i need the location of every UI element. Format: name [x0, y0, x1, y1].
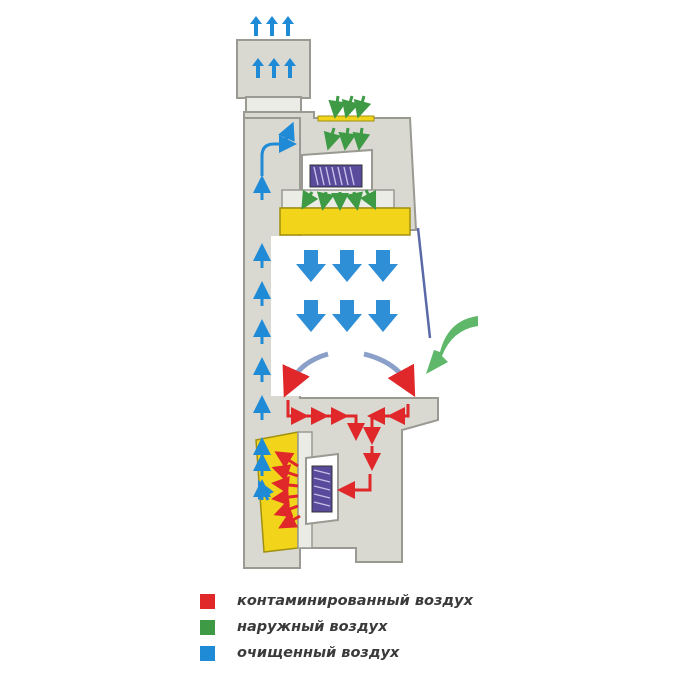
legend-label-contaminated: контаминированный воздух [237, 593, 473, 609]
downflow-arrows [296, 250, 398, 332]
contaminated-flow-arrows [271, 400, 410, 529]
legend-label-filtered: очищенный воздух [237, 645, 400, 661]
exhaust-housing [236, 39, 311, 114]
legend-item-contaminated: контаминированный воздух [200, 588, 520, 614]
lower-fan-unit [305, 452, 339, 526]
legend-label-outside: наружный воздух [237, 619, 388, 635]
legend-swatch-outside [200, 619, 215, 635]
filtered-output-arrows [253, 437, 275, 501]
return-duct-arrows [253, 121, 297, 500]
legend-swatch-contaminated [200, 593, 215, 609]
legend-swatch-filtered [200, 645, 215, 661]
legend: контаминированный воздух наружный воздух… [200, 588, 520, 666]
supply-hepa-filter [279, 207, 411, 236]
intake-arrows [301, 95, 377, 211]
front-sash [416, 227, 432, 339]
legend-item-outside: наружный воздух [200, 614, 520, 640]
mixing-arrows [282, 351, 416, 398]
legend-item-filtered: очищенный воздух [200, 640, 520, 666]
exhaust-arrows [250, 16, 296, 78]
intake-prefilter [317, 115, 375, 122]
front-inflow-arrow [426, 316, 478, 374]
